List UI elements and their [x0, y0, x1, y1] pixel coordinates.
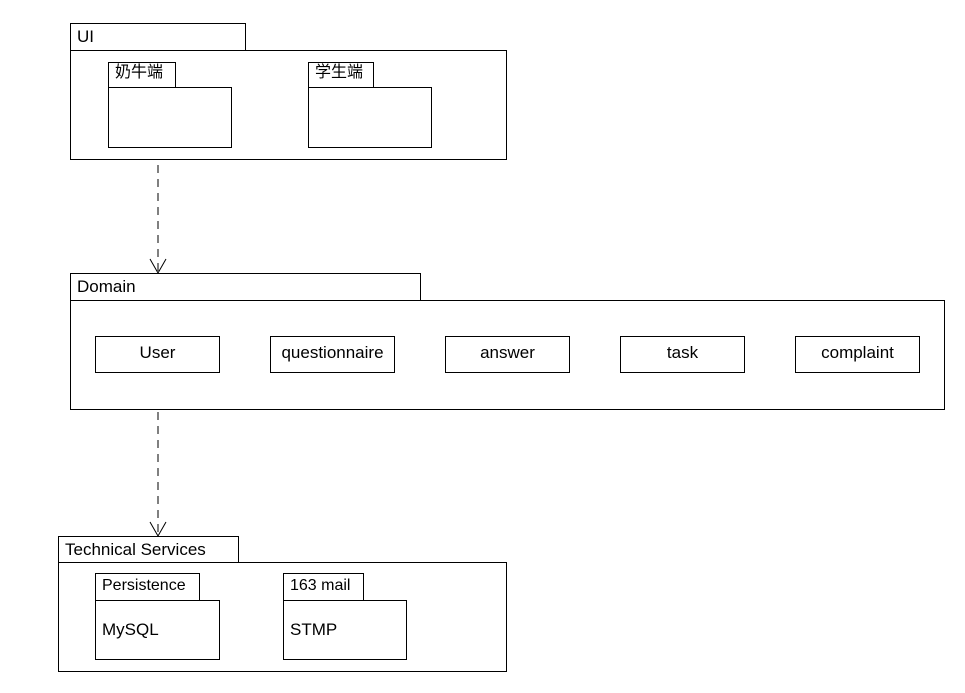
- package-technical-services-label: Technical Services: [65, 540, 206, 559]
- package-domain-label: Domain: [77, 277, 136, 296]
- class-questionnaire: questionnaire: [270, 336, 395, 373]
- class-task: task: [620, 336, 745, 373]
- class-user: User: [95, 336, 220, 373]
- package-ui-tab: UI: [70, 23, 246, 51]
- package-domain-tab: Domain: [70, 273, 421, 301]
- class-complaint: complaint: [795, 336, 920, 373]
- subpackage-student-client-tab: 学生端: [308, 62, 374, 88]
- subpackage-persistence-tab: Persistence: [95, 573, 200, 601]
- class-answer: answer: [445, 336, 570, 373]
- subpackage-student-client-body: [308, 87, 432, 148]
- package-technical-services-tab: Technical Services: [58, 536, 239, 563]
- subpackage-cow-client-label: 奶牛端: [115, 64, 164, 81]
- package-ui-label: UI: [77, 27, 94, 46]
- subpackage-student-client-label: 学生端: [315, 64, 364, 81]
- subpackage-persistence-label: Persistence: [102, 577, 186, 594]
- class-task-label: task: [666, 343, 699, 362]
- dependency-domain-to-technical: [149, 412, 167, 538]
- subpackage-mail-content: STMP: [290, 620, 338, 639]
- class-questionnaire-label: questionnaire: [281, 343, 384, 362]
- subpackage-mail-body: STMP: [283, 600, 407, 660]
- subpackage-mail-tab: 163 mail: [283, 573, 364, 601]
- class-user-label: User: [139, 343, 176, 362]
- subpackage-persistence-content: MySQL: [102, 620, 159, 639]
- subpackage-cow-client-body: [108, 87, 232, 148]
- subpackage-persistence-body: MySQL: [95, 600, 220, 660]
- subpackage-mail-label: 163 mail: [290, 577, 351, 594]
- dependency-ui-to-domain: [149, 165, 167, 275]
- subpackage-cow-client-tab: 奶牛端: [108, 62, 176, 88]
- class-answer-label: answer: [480, 343, 535, 362]
- class-complaint-label: complaint: [821, 343, 894, 362]
